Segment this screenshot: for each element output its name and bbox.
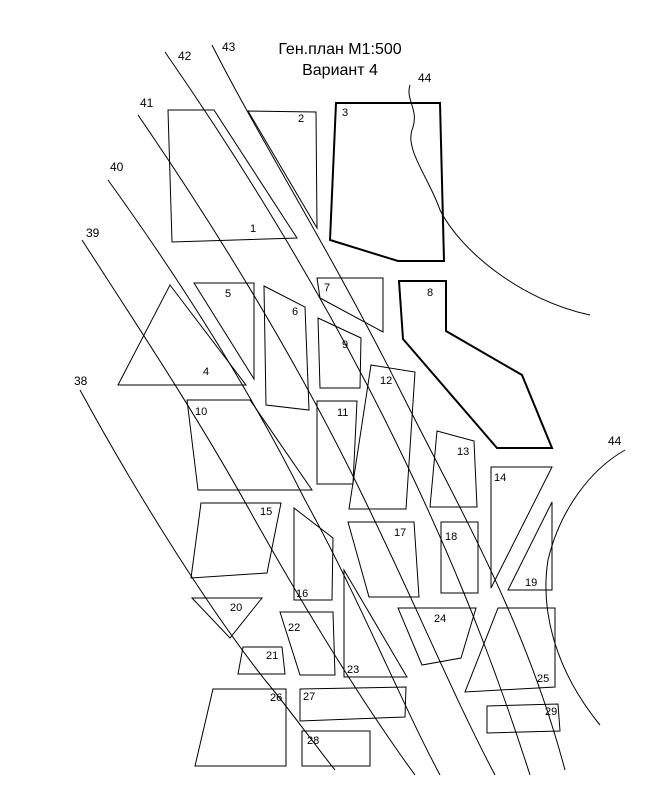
plot-label-26: 26 — [270, 692, 282, 704]
plot-27 — [299, 686, 407, 722]
plot-label-24: 24 — [434, 613, 446, 625]
plot-2 — [247, 110, 318, 230]
plot-20 — [190, 597, 264, 639]
plot-14 — [490, 466, 553, 589]
stream-label-44-top: 44 — [418, 71, 432, 85]
plot-label-21: 21 — [266, 650, 278, 662]
plot-label-23: 23 — [347, 664, 359, 676]
plot-9 — [317, 317, 362, 389]
contour-line-43 — [211, 44, 566, 771]
plot-label-14: 14 — [494, 472, 506, 484]
plot-label-6: 6 — [292, 306, 298, 318]
plot-23 — [343, 568, 408, 678]
plot-4 — [117, 284, 248, 386]
plot-12 — [348, 364, 416, 510]
plot-29 — [486, 703, 561, 734]
plot-label-4: 4 — [203, 366, 209, 378]
plot-label-17: 17 — [394, 527, 406, 539]
contour-label-40: 40 — [110, 160, 124, 174]
plot-16 — [293, 506, 334, 601]
plot-label-11: 11 — [337, 407, 348, 419]
contour-line-39 — [81, 239, 416, 776]
plot-label-19: 19 — [525, 577, 537, 589]
plot-label-16: 16 — [296, 588, 308, 600]
plot-26 — [194, 688, 287, 767]
plot-label-10: 10 — [195, 406, 207, 418]
plot-label-27: 27 — [303, 691, 315, 703]
plot-label-13: 13 — [457, 446, 469, 458]
contour-label-42: 42 — [178, 49, 192, 63]
plot-17 — [347, 521, 420, 598]
plot-label-5: 5 — [225, 288, 231, 300]
contour-line-42 — [164, 51, 531, 776]
plot-label-9: 9 — [342, 339, 348, 351]
contour-line-40 — [107, 179, 441, 776]
stream-label-44-right: 44 — [608, 434, 622, 448]
contour-label-43: 43 — [222, 40, 236, 54]
plot-label-12: 12 — [380, 375, 392, 387]
plot-label-25: 25 — [537, 673, 549, 685]
plot-13 — [429, 430, 478, 508]
plot-label-15: 15 — [260, 506, 272, 518]
plot-19 — [507, 501, 553, 591]
contour-label-41: 41 — [140, 96, 154, 110]
plot-label-1: 1 — [250, 223, 256, 235]
plot-8 — [397, 280, 554, 449]
contour-label-39: 39 — [86, 226, 100, 240]
contour-line-38 — [79, 389, 336, 771]
plot-label-7: 7 — [324, 282, 330, 294]
plot-label-2: 2 — [298, 113, 304, 125]
plot-label-20: 20 — [230, 602, 242, 614]
plot-28 — [301, 730, 371, 767]
plan-title-line2: Вариант 4 — [302, 62, 378, 79]
plot-21 — [237, 646, 286, 675]
plot-label-29: 29 — [545, 706, 557, 718]
plot-1 — [167, 109, 298, 243]
plan-title-line1: Ген.план М1:500 — [278, 41, 401, 58]
plot-18 — [440, 521, 479, 594]
plot-label-18: 18 — [445, 531, 457, 543]
plot-5 — [193, 282, 255, 381]
contour-label-38: 38 — [74, 374, 88, 388]
plot-label-8: 8 — [427, 287, 433, 299]
plot-10 — [186, 399, 313, 491]
plot-6 — [263, 285, 310, 411]
plot-25 — [464, 607, 556, 693]
plot-15 — [190, 502, 282, 579]
stream-line-44-top — [408, 84, 591, 316]
plot-22 — [279, 611, 336, 676]
contour-line-41 — [137, 114, 496, 776]
plot-24 — [397, 607, 477, 666]
plot-label-28: 28 — [307, 735, 319, 747]
plot-3 — [328, 102, 446, 262]
plot-7 — [316, 277, 384, 333]
plot-label-3: 3 — [342, 107, 348, 119]
plot-label-22: 22 — [288, 622, 300, 634]
stream-line-44-right — [545, 449, 626, 726]
